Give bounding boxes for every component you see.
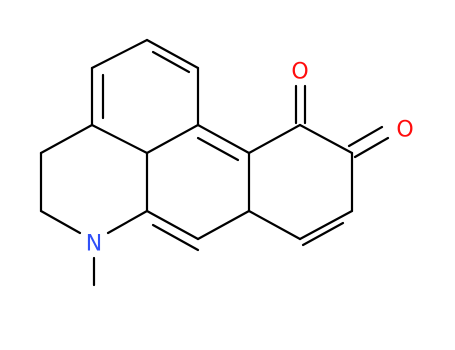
bond <box>298 209 354 241</box>
bond <box>39 209 82 235</box>
bond <box>151 50 191 74</box>
bond <box>353 136 390 159</box>
bond <box>90 38 149 70</box>
bond <box>90 123 149 155</box>
bond <box>145 209 200 241</box>
bond <box>145 38 200 70</box>
bond <box>301 221 345 247</box>
bonds <box>39 38 390 287</box>
bond <box>196 123 251 155</box>
bond <box>247 123 302 155</box>
bond <box>298 123 354 155</box>
bond <box>39 123 94 155</box>
bond <box>347 125 384 148</box>
bond <box>151 223 200 252</box>
bond <box>196 209 251 241</box>
bond <box>247 209 302 241</box>
oxygen-atom-top: O <box>291 60 308 85</box>
oxygen-atom-right: O <box>396 118 413 143</box>
bond <box>106 209 149 235</box>
bond <box>196 136 240 162</box>
nitrogen-atom: N <box>86 232 102 257</box>
atom-labels: O O N <box>86 60 414 257</box>
bond <box>145 123 200 155</box>
